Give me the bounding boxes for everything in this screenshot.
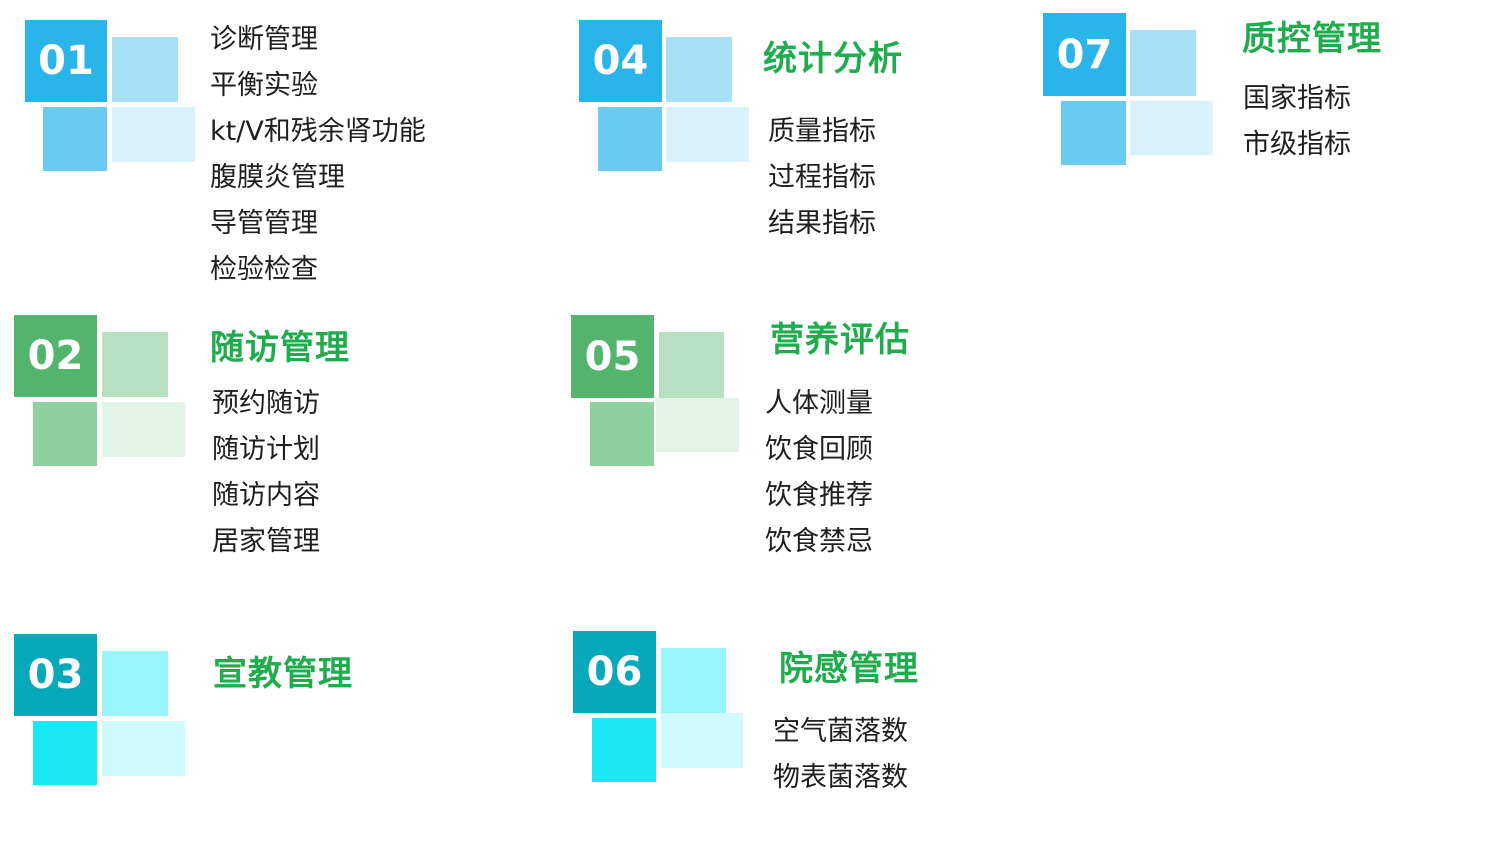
tile-light-square — [666, 37, 732, 102]
module-03: 03 宣教管理 — [0, 0, 352, 785]
list-item: 空气菌落数 — [773, 716, 908, 747]
module-title: 营养评估 — [770, 320, 910, 360]
module-item-list: 人体测量 饮食回顾 饮食推荐 饮食禁忌 — [765, 390, 873, 555]
module-number-badge: 03 — [14, 634, 97, 716]
list-item: 平衡实验 — [210, 70, 318, 101]
module-title: 统计分析 — [763, 39, 903, 79]
tile-pale-square — [666, 107, 749, 162]
list-item: 质量指标 — [768, 116, 876, 147]
module-item-list: 预约随访 随访计划 随访内容 居家管理 — [212, 390, 320, 555]
tile-pale-square — [102, 721, 185, 776]
module-title: 院感管理 — [779, 649, 919, 689]
list-item: 预约随访 — [212, 388, 320, 419]
list-item: 饮食禁忌 — [765, 526, 873, 557]
module-item-list: 国家指标 市级指标 — [1243, 85, 1351, 158]
list-item: 居家管理 — [212, 526, 320, 557]
tile-pale-square — [661, 713, 743, 768]
module-title: 宣教管理 — [213, 654, 353, 694]
tile-medium-square — [592, 718, 656, 782]
tile-medium-square — [43, 107, 107, 171]
list-item: 随访内容 — [212, 480, 320, 511]
tile-medium-square — [598, 107, 662, 171]
tile-light-square — [102, 332, 168, 397]
module-number-badge: 01 — [25, 20, 107, 102]
list-item: 过程指标 — [768, 162, 876, 193]
module-item-list: 诊断管理 平衡实验 kt/V和残余肾功能 腹膜炎管理 导管管理 检验检查 — [210, 26, 426, 283]
module-06: 06 院感管理 空气菌落数 物表菌落数 — [0, 0, 918, 791]
module-number-badge: 04 — [579, 20, 662, 102]
tile-light-square — [661, 648, 726, 713]
module-07: 07 质控管理 国家指标 市级指标 — [0, 0, 1381, 165]
list-item: 诊断管理 — [210, 24, 318, 55]
module-02: 02 随访管理 预约随访 随访计划 随访内容 居家管理 — [0, 0, 349, 555]
module-number-badge: 02 — [14, 315, 97, 397]
tile-pale-square — [656, 398, 739, 452]
tile-light-square — [102, 651, 168, 716]
list-item: 饮食回顾 — [765, 434, 873, 465]
module-04: 04 统计分析 质量指标 过程指标 结果指标 — [0, 0, 902, 237]
tile-pale-square — [112, 107, 195, 162]
list-item: 市级指标 — [1243, 129, 1351, 160]
list-item: 结果指标 — [768, 208, 876, 239]
list-item: kt/V和残余肾功能 — [210, 116, 426, 147]
module-number-badge: 07 — [1043, 13, 1126, 96]
tile-light-square — [659, 332, 724, 398]
list-item: 国家指标 — [1243, 83, 1351, 114]
list-item: 检验检查 — [210, 254, 318, 285]
tile-medium-square — [33, 721, 97, 785]
module-title: 随访管理 — [210, 328, 350, 368]
list-item: 物表菌落数 — [773, 762, 908, 793]
module-number-badge: 05 — [571, 315, 654, 398]
module-number-badge: 06 — [573, 631, 656, 713]
tile-pale-square — [102, 402, 185, 457]
module-05: 05 营养评估 人体测量 饮食回顾 饮食推荐 饮食禁忌 — [0, 0, 909, 555]
list-item: 随访计划 — [212, 434, 320, 465]
tile-light-square — [112, 37, 178, 102]
list-item: 饮食推荐 — [765, 480, 873, 511]
tile-medium-square — [33, 402, 97, 466]
list-item: 导管管理 — [210, 208, 318, 239]
module-item-list: 空气菌落数 物表菌落数 — [773, 718, 908, 791]
tile-light-square — [1130, 30, 1196, 96]
tile-medium-square — [590, 402, 654, 466]
module-title: 质控管理 — [1242, 19, 1382, 59]
module-01: 01 诊断管理 平衡实验 kt/V和残余肾功能 腹膜炎管理 导管管理 检验检查 — [0, 0, 426, 283]
tile-pale-square — [1130, 101, 1213, 155]
list-item: 腹膜炎管理 — [210, 162, 345, 193]
module-item-list: 质量指标 过程指标 结果指标 — [768, 118, 876, 237]
tile-medium-square — [1061, 101, 1126, 165]
list-item: 人体测量 — [765, 388, 873, 419]
